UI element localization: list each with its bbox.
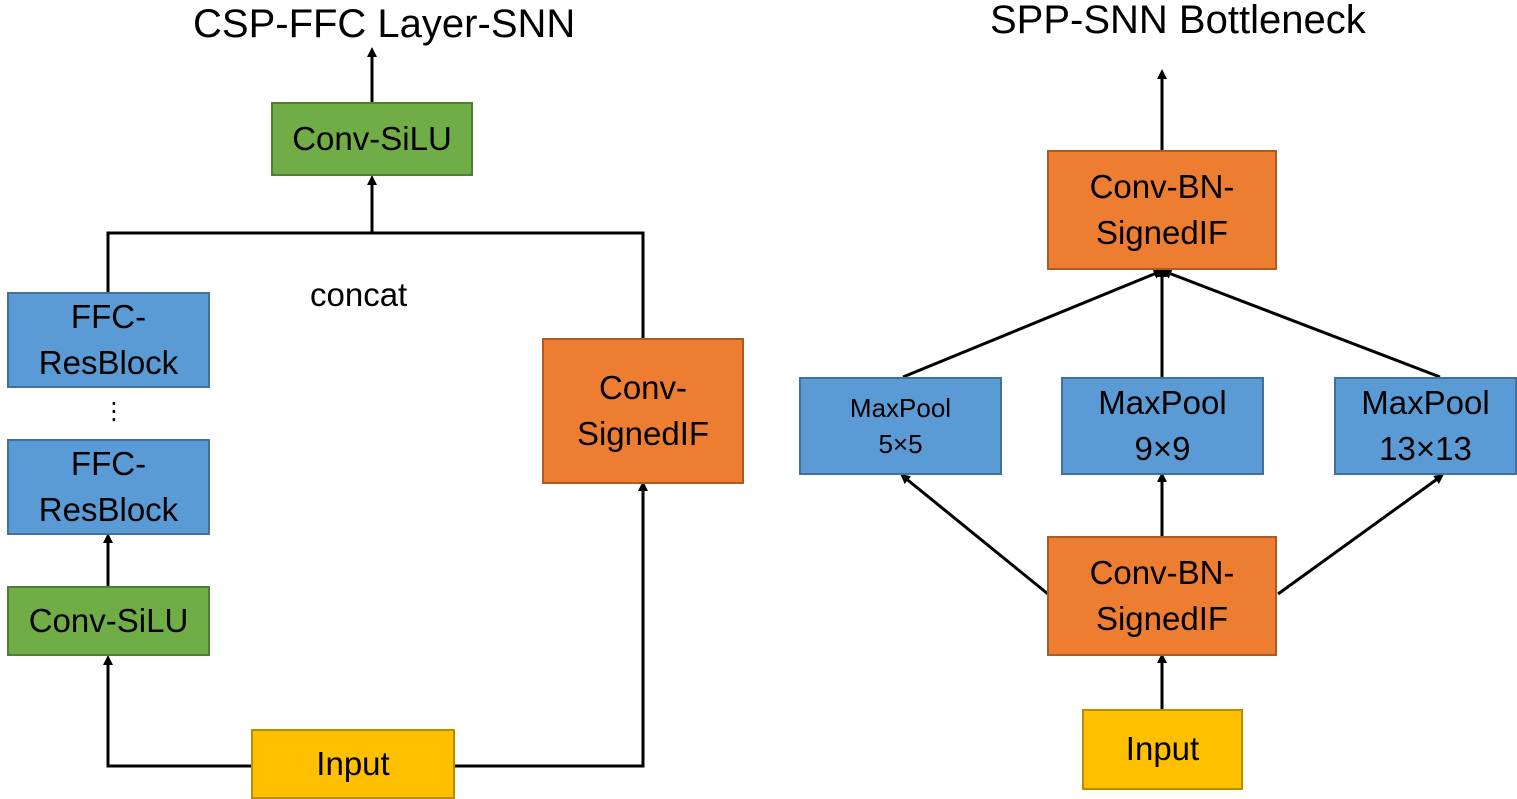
left-input-to-side-path [454, 481, 648, 768]
right-top-conv-bn-signedif-block: Conv-BN- SignedIF [1047, 150, 1277, 270]
left-conv-signedif-block: Conv- SignedIF [542, 338, 744, 484]
right-input-block: Input [1082, 709, 1243, 790]
left-concat-bus [106, 231, 645, 338]
right-top-conv-bn-signedif-label: Conv-BN- SignedIF [1089, 167, 1235, 251]
ellipsis-dots: ⋮ [102, 398, 126, 425]
left-bottom-conv-silu-label: Conv-SiLU [28, 601, 189, 639]
left-conv-signedif-label: Conv- SignedIF [576, 368, 710, 452]
right-mp13-to-top-arrow [1161, 269, 1441, 379]
right-input-label: Input [1125, 730, 1200, 768]
ffc-resblock-2-label: FFC- ResBlock [38, 444, 179, 528]
right-conv-to-mp5-arrow [900, 473, 1049, 596]
left-top-conv-silu-block: Conv-SiLU [271, 102, 473, 176]
maxpool-5x5-block: MaxPool 5×5 [799, 377, 1002, 475]
left-top-conv-silu-label: Conv-SiLU [292, 119, 452, 157]
maxpool-13x13-block: MaxPool 13×13 [1334, 377, 1517, 475]
right-diagram-title: SPP-SNN Bottleneck [990, 0, 1366, 42]
right-conv-to-mp13-arrow [1277, 474, 1445, 596]
maxpool-9x9-label: MaxPool 9×9 [1098, 383, 1227, 467]
maxpool-5x5-label: MaxPool 5×5 [849, 392, 952, 459]
right-bottom-conv-bn-signedif-label: Conv-BN- SignedIF [1089, 553, 1235, 637]
left-input-label: Input [316, 744, 390, 782]
left-input-to-conv-path [103, 655, 252, 768]
right-bottom-conv-bn-signedif-block: Conv-BN- SignedIF [1047, 536, 1277, 656]
ffc-resblock-2: FFC- ResBlock [7, 439, 210, 535]
right-mp5-to-top-arrow [902, 269, 1164, 379]
concat-label: concat [310, 276, 408, 313]
left-input-block: Input [251, 729, 455, 799]
ffc-resblock-1-label: FFC- ResBlock [38, 297, 179, 381]
left-diagram-title: CSP-FFC Layer-SNN [193, 2, 576, 46]
ffc-resblock-1: FFC- ResBlock [7, 292, 210, 388]
maxpool-13x13-label: MaxPool 13×13 [1361, 383, 1490, 467]
left-bottom-conv-silu-block: Conv-SiLU [7, 586, 210, 656]
maxpool-9x9-block: MaxPool 9×9 [1061, 377, 1264, 475]
